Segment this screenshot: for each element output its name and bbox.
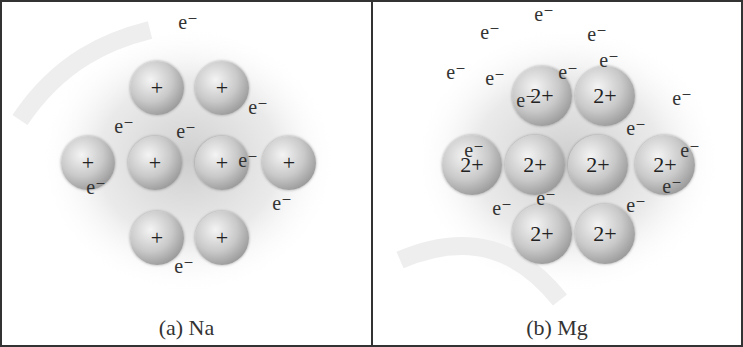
ion-charge: 2+: [593, 223, 616, 245]
metal-ion: 2+: [505, 135, 565, 195]
electron-label: e⁻: [536, 188, 555, 208]
ion-charge: +: [151, 227, 163, 249]
electron-label: e⁻: [587, 24, 606, 44]
ion-charge: 2+: [523, 154, 546, 176]
metal-ion: 2+: [568, 135, 628, 195]
ion-charge: +: [151, 77, 163, 99]
panel-caption: (b) Mg: [373, 315, 741, 341]
metal-ion: 2+: [512, 204, 572, 264]
metal-ion: +: [262, 136, 316, 190]
electron-label: e⁻: [174, 256, 193, 276]
electron-label: e⁻: [272, 193, 291, 213]
electron-label: e⁻: [626, 195, 645, 215]
electron-label: e⁻: [248, 97, 267, 117]
ion-charge: +: [216, 227, 228, 249]
electron-label: e⁻: [516, 90, 535, 110]
electron-label: e⁻: [662, 176, 681, 196]
ion-charge: +: [82, 152, 94, 174]
metal-ion: 2+: [575, 204, 635, 264]
ion-charge: +: [216, 152, 228, 174]
diagram-panel: (a) Na + + + + + + + +: [0, 0, 373, 347]
ion-charge: 2+: [653, 154, 676, 176]
electron-label: e⁻: [178, 12, 197, 32]
metal-ion: +: [130, 61, 184, 115]
electron-label: e⁻: [626, 118, 645, 138]
electron-label: e⁻: [480, 22, 499, 42]
electron-label: e⁻: [464, 140, 483, 160]
ion-charge: 2+: [586, 154, 609, 176]
ion-charge: +: [149, 152, 161, 174]
electron-label: e⁻: [558, 62, 577, 82]
ion-charge: +: [283, 152, 295, 174]
panel-caption: (a) Na: [2, 315, 371, 341]
metal-ion: +: [195, 61, 249, 115]
electron-label: e⁻: [672, 88, 691, 108]
metal-ion: +: [128, 136, 182, 190]
electron-label: e⁻: [176, 121, 195, 141]
electron-label: e⁻: [485, 68, 504, 88]
electron-label: e⁻: [680, 140, 699, 160]
electron-label: e⁻: [114, 116, 133, 136]
electron-label: e⁻: [238, 150, 257, 170]
ion-charge: +: [216, 77, 228, 99]
electron-label: e⁻: [599, 50, 618, 70]
electron-label: e⁻: [446, 62, 465, 82]
diagram-panel: (b) Mg2+2+2+2+2+2+2+2+: [371, 0, 743, 347]
ion-charge: 2+: [593, 85, 616, 107]
watermark-stroke: [20, 30, 150, 120]
metal-ion: 2+: [575, 66, 635, 126]
electron-label: e⁻: [534, 4, 553, 24]
ion-charge: 2+: [530, 223, 553, 245]
electron-label: e⁻: [86, 177, 105, 197]
metal-ion: +: [195, 211, 249, 265]
electron-label: e⁻: [492, 198, 511, 218]
